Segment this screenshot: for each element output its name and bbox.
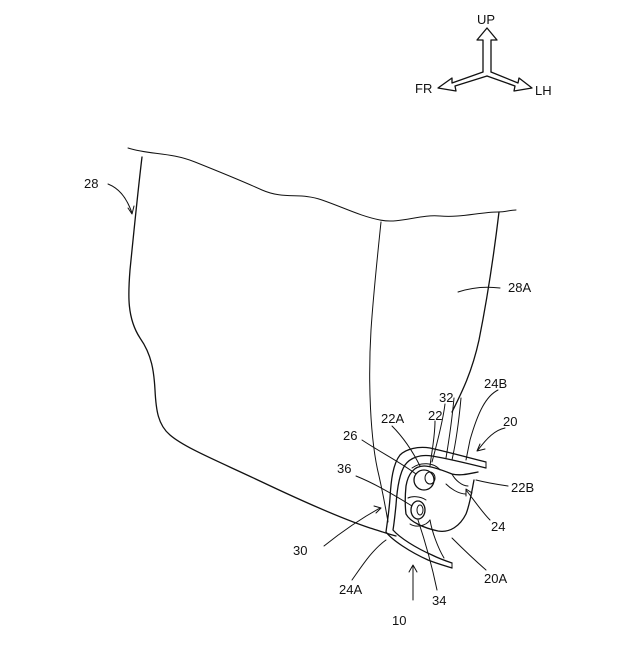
label-28A: 28A — [508, 280, 531, 295]
leader-24 — [466, 490, 490, 520]
leader-24A — [352, 540, 386, 580]
label-36: 36 — [337, 461, 351, 476]
reference-numerals: 28 28A 24B 32 20 22A 22 26 22B 36 24 30 … — [84, 176, 534, 628]
ball-joints — [408, 464, 440, 526]
label-22B: 22B — [511, 480, 534, 495]
clip-slot — [446, 474, 468, 494]
clip-front-face — [452, 462, 486, 568]
orientation-front-label: FR — [415, 81, 432, 96]
seatback-left-edge — [129, 157, 396, 536]
label-28: 28 — [84, 176, 98, 191]
clip-outer-frame — [386, 447, 486, 568]
leader-28A — [458, 287, 500, 292]
lower-ball-highlight — [417, 505, 423, 515]
clip-outer-frame-inner — [393, 455, 486, 563]
orientation-indicator: UP FR LH — [415, 12, 552, 98]
label-10: 10 — [392, 613, 406, 628]
leader-20A — [452, 538, 486, 570]
label-34: 34 — [432, 593, 446, 608]
label-22: 22 — [428, 408, 442, 423]
upper-ball — [414, 470, 434, 490]
break-line-top — [128, 148, 516, 221]
label-32: 32 — [439, 390, 453, 405]
up-arrow-icon — [477, 28, 497, 72]
left-hand-arrow-icon — [487, 72, 532, 91]
orientation-up-label: UP — [477, 12, 495, 27]
leader-20 — [478, 428, 505, 450]
label-30: 30 — [293, 543, 307, 558]
label-24A: 24A — [339, 582, 362, 597]
leader-22A — [392, 426, 420, 466]
clip-pocket — [405, 466, 478, 531]
clip-strap — [446, 398, 461, 460]
label-24B: 24B — [484, 376, 507, 391]
orientation-left-hand-label: LH — [535, 83, 552, 98]
leader-22B — [476, 480, 508, 486]
front-arrow-icon — [438, 72, 487, 91]
label-24: 24 — [491, 519, 505, 534]
seatback-body — [128, 148, 516, 536]
label-20: 20 — [503, 414, 517, 429]
label-26: 26 — [343, 428, 357, 443]
upper-ball-seat — [412, 464, 440, 470]
label-22A: 22A — [381, 411, 404, 426]
clip-lower-rib — [430, 520, 444, 558]
seatback-seam — [370, 222, 388, 522]
label-20A: 20A — [484, 571, 507, 586]
